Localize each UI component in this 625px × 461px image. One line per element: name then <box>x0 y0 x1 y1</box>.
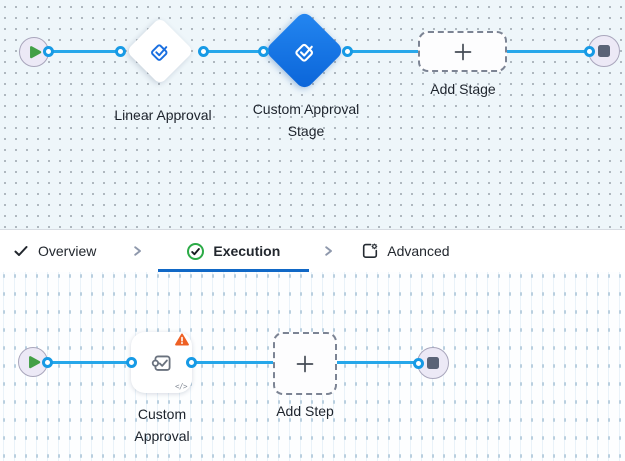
play-icon <box>29 356 41 369</box>
step-custom-approval[interactable]: </> <box>131 332 192 393</box>
tab-label: Execution <box>213 243 281 259</box>
tab-advanced[interactable]: Advanced <box>361 230 450 272</box>
port[interactable] <box>185 357 197 368</box>
tab-overview[interactable]: Overview <box>13 230 96 272</box>
port[interactable] <box>412 357 424 369</box>
port[interactable] <box>341 45 353 57</box>
tab-label: Overview <box>38 243 97 259</box>
edge-linear-custom[interactable] <box>200 49 263 53</box>
port[interactable] <box>41 357 53 368</box>
plus-icon <box>296 355 314 372</box>
approval-diamond-check-icon <box>294 43 313 62</box>
stamp-check-icon <box>151 355 171 371</box>
stop-icon <box>427 357 439 369</box>
port[interactable] <box>125 357 137 368</box>
play-icon <box>30 46 42 59</box>
stop-icon <box>598 45 610 57</box>
step-label-add: Add Step <box>276 403 334 419</box>
execution-tab-bar: Overview Execution <box>0 229 625 272</box>
check-icon <box>14 246 28 256</box>
chevron-right-icon <box>321 230 335 272</box>
port[interactable] <box>42 45 54 57</box>
port[interactable] <box>114 45 126 57</box>
stage-label-linear: Linear Approval <box>114 107 212 123</box>
tab-label: Advanced <box>387 243 450 259</box>
step-canvas[interactable]: </> Custom Approval Add Step <box>0 272 625 461</box>
step-label-custom: Custom Approval <box>134 406 190 444</box>
stage-label-custom: Custom Approval Stage <box>252 101 360 139</box>
edge-start-custom[interactable] <box>47 361 131 364</box>
edge-addstage-end[interactable] <box>505 49 590 53</box>
stage-custom-approval[interactable] <box>264 10 345 91</box>
warning-icon <box>175 333 189 346</box>
port[interactable] <box>257 45 269 57</box>
check-circle-icon <box>187 242 205 260</box>
plus-icon <box>454 43 471 60</box>
chevron-right-icon <box>130 230 144 272</box>
add-step-button[interactable] <box>273 332 337 395</box>
settings-square-icon <box>363 243 378 258</box>
add-stage-button[interactable] <box>418 31 507 72</box>
approval-diamond-check-icon <box>151 44 168 61</box>
stage-linear-approval[interactable] <box>126 17 194 85</box>
code-icon: </> <box>174 382 188 391</box>
edge-start-linear[interactable] <box>48 49 120 53</box>
end-node[interactable] <box>417 347 449 379</box>
stage-canvas[interactable]: Linear Approval Custom Approval Stage Ad… <box>0 0 625 229</box>
port[interactable] <box>197 45 209 57</box>
port[interactable] <box>583 45 595 57</box>
stage-label-add: Add Stage <box>430 81 496 97</box>
edge-custom-addstage[interactable] <box>347 49 420 53</box>
tab-execution[interactable]: Execution <box>158 230 310 272</box>
